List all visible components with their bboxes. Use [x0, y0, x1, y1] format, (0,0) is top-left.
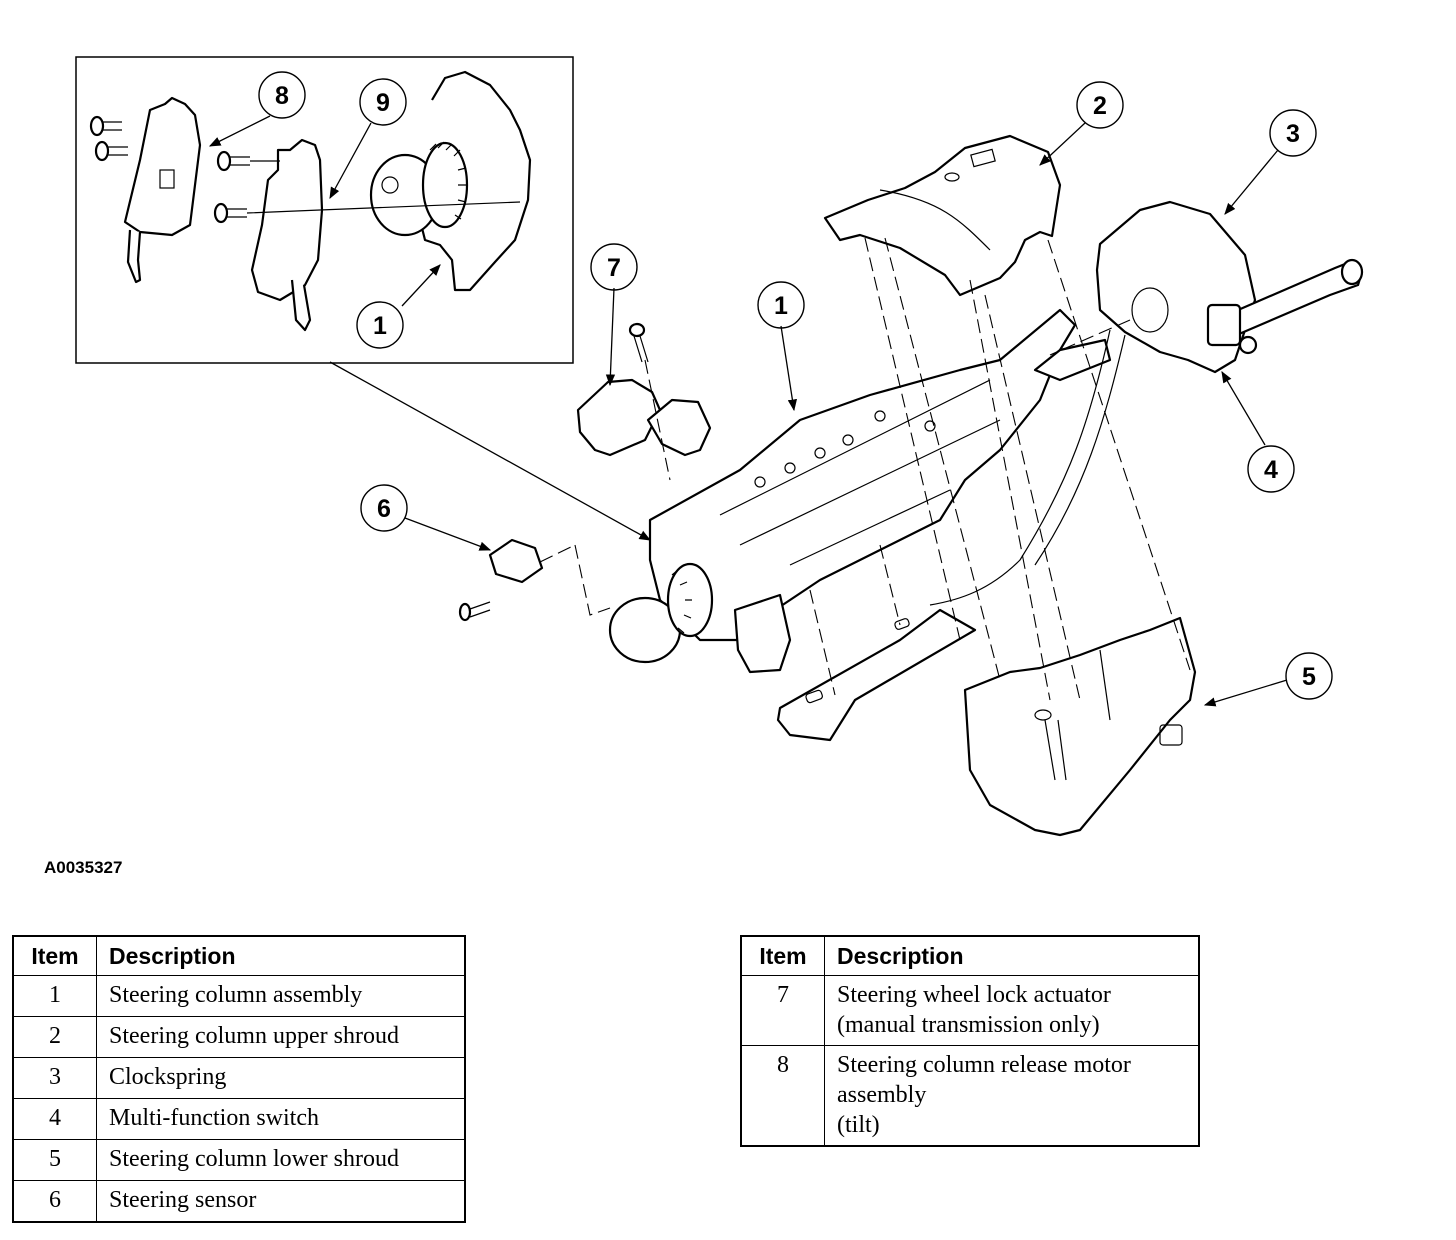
description-line: (manual transmission only)	[837, 1012, 1100, 1038]
item-number: 2	[12, 1016, 97, 1058]
item-description: Steering sensor	[96, 1180, 466, 1223]
inset-lock-housing	[319, 70, 532, 292]
inset-tilt-motor	[213, 138, 324, 332]
description-line: Steering column release motor	[837, 1052, 1131, 1078]
item-number: 7	[740, 975, 825, 1046]
leader-7	[605, 287, 616, 387]
item-description: Steering wheel lock actuator (manual tra…	[824, 975, 1200, 1046]
callout-number: 1	[373, 312, 387, 340]
assembly-guide-lines	[539, 237, 1191, 701]
clockspring-and-switch	[1095, 200, 1364, 374]
steering-sensor	[458, 538, 544, 622]
callout-6-main: 6	[360, 484, 408, 532]
header-description: Description	[96, 935, 466, 976]
leader-5	[1203, 679, 1288, 707]
description-line: Steering wheel lock actuator	[837, 982, 1111, 1008]
callout-number: 6	[377, 495, 391, 523]
callout-circle	[258, 71, 306, 119]
leader-8	[208, 115, 271, 147]
item-number: 6	[12, 1180, 97, 1223]
callout-2-main: 2	[1076, 81, 1124, 129]
item-description: Steering column release motor assembly (…	[824, 1045, 1200, 1147]
leader-6	[404, 517, 492, 551]
callout-1-inset: 1	[356, 301, 404, 349]
item-description: Clockspring	[96, 1057, 466, 1099]
leader-main-1	[780, 325, 798, 412]
callout-1-main: 1	[757, 281, 805, 329]
leader-4	[1221, 370, 1266, 446]
parts-table-right: Item Description 7 Steering wheel lock a…	[740, 935, 1200, 1147]
callout-8-inset: 8	[258, 71, 306, 119]
callout-4-main: 4	[1247, 445, 1295, 493]
item-description: Steering column assembly	[96, 975, 466, 1017]
leader-2	[1039, 122, 1086, 166]
lower-shroud	[963, 616, 1197, 837]
callout-7-main: 7	[590, 243, 638, 291]
inset-reference-line	[329, 361, 652, 541]
steering-column-body	[608, 308, 1126, 742]
table-header-row: Item Description	[12, 935, 466, 976]
inset-detail	[75, 56, 574, 364]
callout-9-inset: 9	[359, 78, 407, 126]
callout-circle	[359, 78, 407, 126]
callout-number: 8	[275, 82, 289, 110]
callout-number: 1	[774, 292, 788, 320]
header-description: Description	[824, 935, 1200, 976]
item-description: Steering column lower shroud	[96, 1139, 466, 1181]
item-description: Multi-function switch	[96, 1098, 466, 1140]
callout-circle	[1269, 109, 1317, 157]
item-description: Steering column upper shroud	[96, 1016, 466, 1058]
leader-3	[1224, 149, 1279, 215]
leader-inset-1	[401, 264, 441, 307]
item-number: 8	[740, 1045, 825, 1147]
item-number: 4	[12, 1098, 97, 1140]
callout-circle	[1285, 652, 1333, 700]
item-number: 1	[12, 975, 97, 1017]
callout-circle	[360, 484, 408, 532]
table-row: 8 Steering column release motor assembly…	[740, 1045, 1200, 1147]
callout-number: 7	[607, 254, 621, 282]
callout-circle	[1076, 81, 1124, 129]
callout-number: 5	[1302, 663, 1316, 691]
lock-actuator	[576, 322, 712, 457]
description-line: (tilt)	[837, 1112, 880, 1138]
description-line: assembly	[837, 1082, 927, 1108]
header-item: Item	[740, 935, 825, 976]
callout-number: 4	[1264, 456, 1278, 484]
table-row: 7 Steering wheel lock actuator (manual t…	[740, 975, 1200, 1046]
exploded-diagram: 8 9 1 7 1 2 3 4 6 5	[75, 56, 1364, 837]
callout-3-main: 3	[1269, 109, 1317, 157]
callout-number: 2	[1093, 92, 1107, 120]
callout-number: 3	[1286, 120, 1300, 148]
figure-id: A0035327	[44, 858, 123, 877]
callout-circle	[1247, 445, 1295, 493]
leader-9	[329, 122, 372, 200]
item-number: 3	[12, 1057, 97, 1099]
callout-circle	[356, 301, 404, 349]
item-number: 5	[12, 1139, 97, 1181]
callout-number: 9	[376, 89, 390, 117]
callout-layer: 8 9 1 7 1 2 3 4 6 5	[258, 71, 1333, 700]
header-item: Item	[12, 935, 97, 976]
upper-shroud	[823, 134, 1062, 297]
callout-5-main: 5	[1285, 652, 1333, 700]
table-header-row: Item Description	[740, 935, 1200, 976]
inset-release-motor	[89, 96, 202, 284]
inset-frame	[75, 56, 574, 364]
